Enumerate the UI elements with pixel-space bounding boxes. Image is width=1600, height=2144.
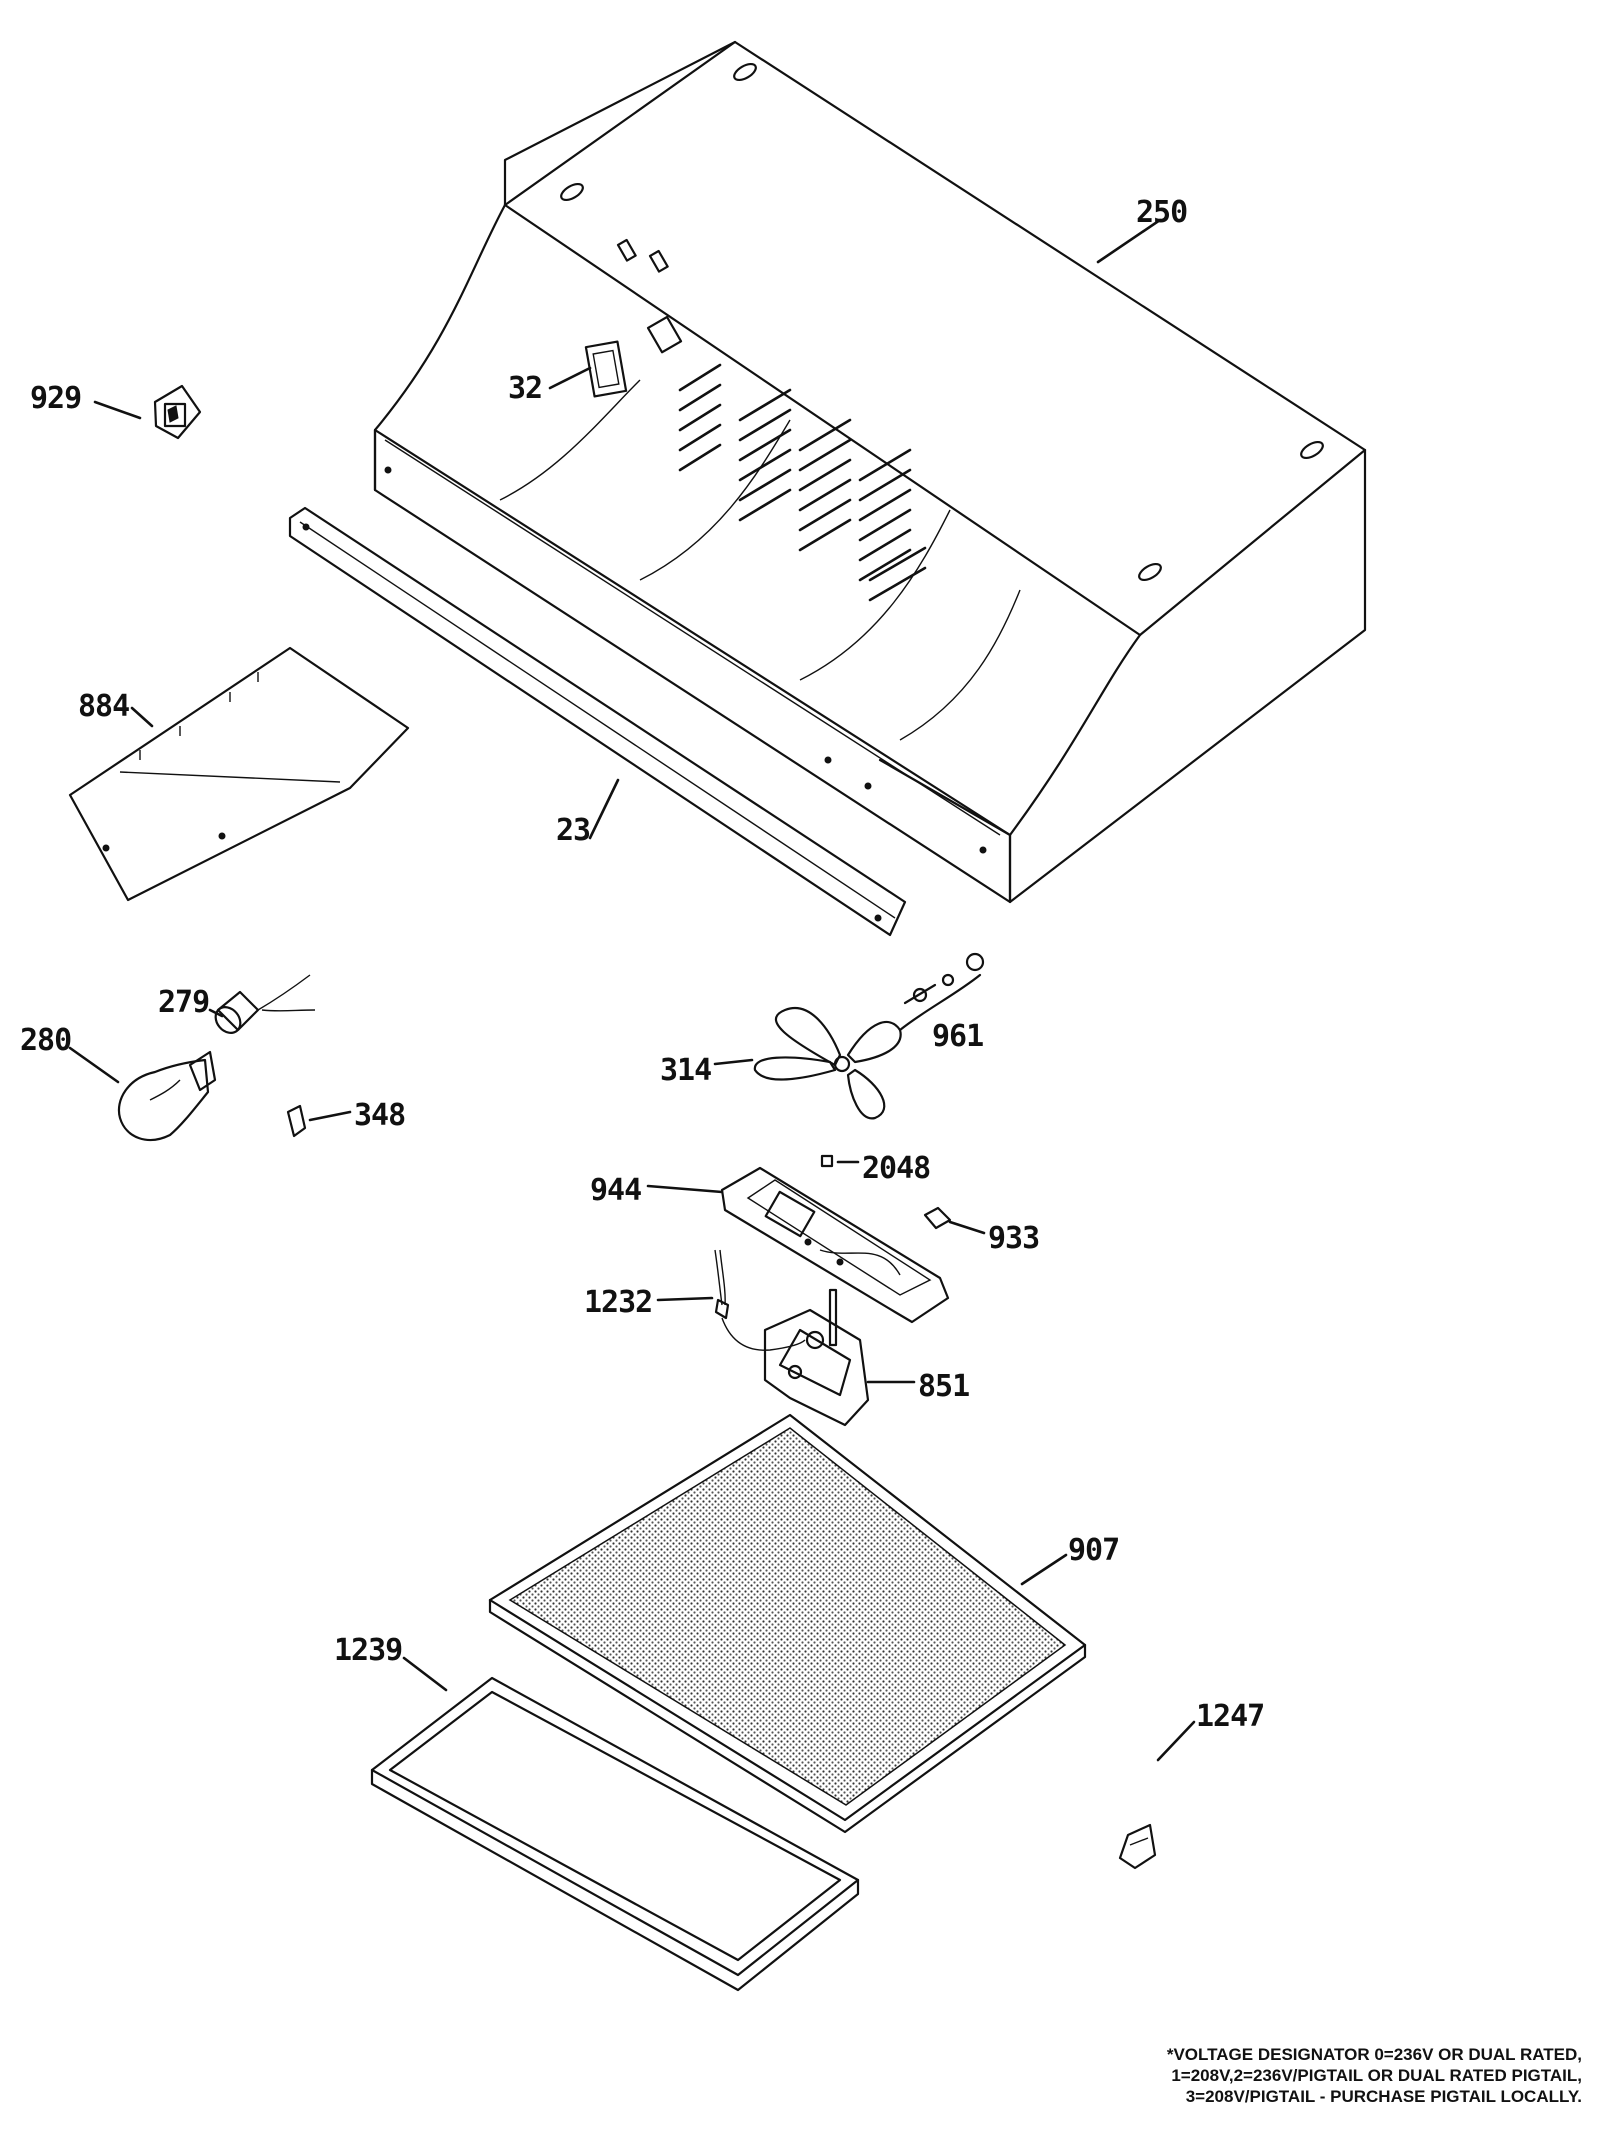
speed-nut [820,1154,834,1168]
callout-884: 884 [78,689,129,724]
note-line-3: 3=208V/PIGTAIL - PURCHASE PIGTAIL LOCALL… [1185,2087,1582,2106]
callout-933: 933 [988,1221,1039,1256]
callout-1239: 1239 [334,1633,402,1668]
filter-clip [1118,1823,1157,1870]
callout-250: 250 [1136,195,1187,230]
callout-961: 961 [932,1019,983,1054]
callout-279: 279 [158,985,209,1020]
wire-lead [714,1249,806,1351]
screw-hardware [898,952,985,1032]
callout-314: 314 [660,1053,711,1088]
vent-louvers [678,363,927,602]
callout-280: 280 [20,1023,71,1058]
callout-348: 348 [354,1098,405,1133]
fan-blade [753,1007,902,1120]
callout-32: 32 [508,371,542,406]
callout-2048: 2048 [862,1151,930,1186]
callout-907: 907 [1068,1533,1119,1568]
callout-labels: 250 929 32 884 23 279 280 348 961 314 20… [20,195,1265,1734]
callout-929: 929 [30,381,81,416]
callout-1247: 1247 [1196,1699,1264,1734]
callout-851: 851 [918,1369,969,1404]
trim-strip [288,506,907,937]
socket-bracket [286,1104,307,1138]
filter-frame [370,1676,860,1992]
rocker-switch [153,384,202,440]
range-hood-housing [373,40,1367,904]
grease-filter [488,1413,1087,1834]
leader-lines [68,218,1196,1762]
voltage-designator-note: *VOLTAGE DESIGNATOR 0=236V OR DUAL RATED… [942,2044,1582,2107]
callout-1232: 1232 [584,1285,652,1320]
motor-mount-bracket [720,1166,950,1324]
callout-944: 944 [590,1173,641,1208]
lamp-socket [214,974,316,1034]
light-cover-panel [68,646,410,902]
note-line-2: 1=208V,2=236V/PIGTAIL OR DUAL RATED PIGT… [1171,2066,1582,2085]
fan-motor [763,1288,870,1427]
light-bulb [117,1050,217,1142]
note-line-1: *VOLTAGE DESIGNATOR 0=236V OR DUAL RATED… [1166,2045,1582,2064]
motor-clip [923,1206,952,1230]
nameplate-badge [584,340,628,398]
callout-23: 23 [556,813,590,848]
